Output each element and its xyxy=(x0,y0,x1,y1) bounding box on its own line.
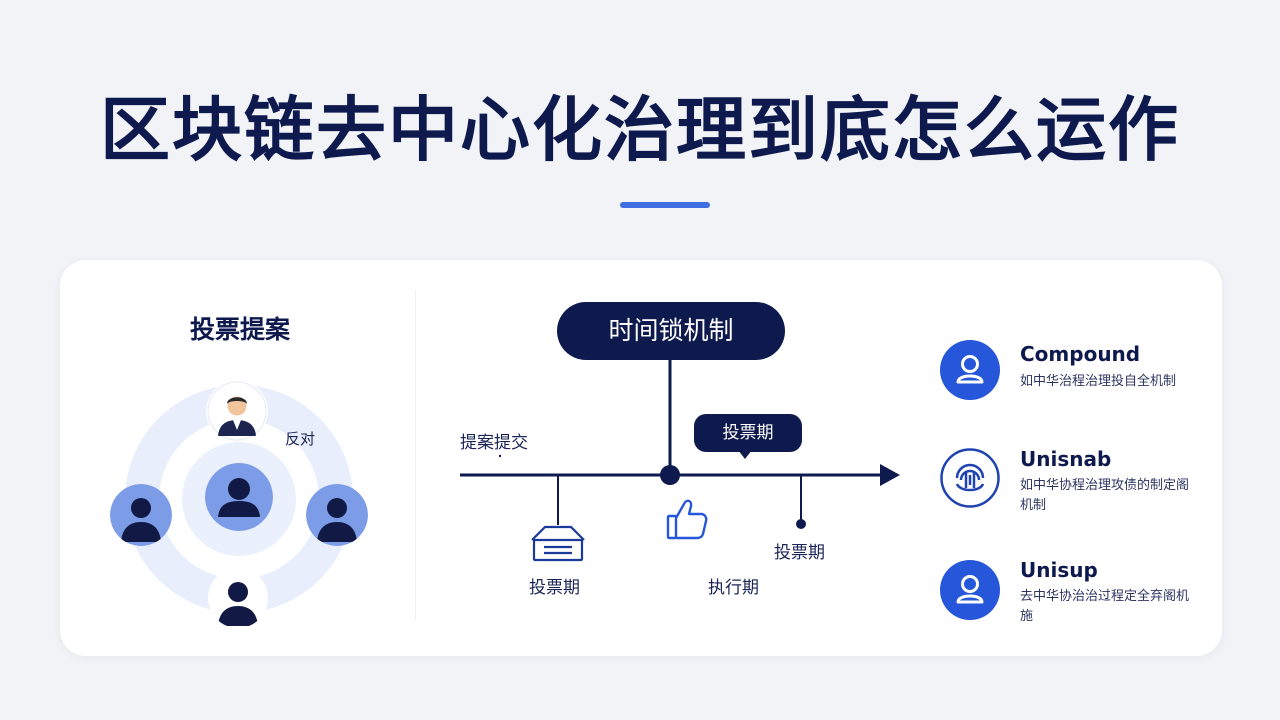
user-icon xyxy=(940,560,1000,620)
oppose-label: 反对 xyxy=(285,430,316,448)
proposal-submit-label: 提案提交 xyxy=(460,433,528,453)
member-avatar-bottom xyxy=(208,568,268,628)
ballot-box-icon xyxy=(531,525,585,562)
right-stage-dot xyxy=(796,519,806,529)
voting-period-bubble-tail xyxy=(738,450,752,459)
timelock-node xyxy=(660,465,680,485)
fingerprint-icon xyxy=(940,448,1000,508)
member-avatar-left xyxy=(110,484,172,546)
section-divider xyxy=(415,290,416,620)
project-desc-unisnab: 如中华协程治理攻债的制定阁机制 xyxy=(1020,478,1190,513)
execution-stage-label: 执行期 xyxy=(708,578,759,598)
timelock-mechanism-pill: 时间锁机制 xyxy=(557,302,785,360)
title-underline xyxy=(620,202,710,208)
member-avatar-right xyxy=(306,484,368,546)
project-desc-compound: 如中华治程治理投自全机制 xyxy=(1020,374,1177,389)
page-title: 区块链去中心化治理到底怎么运作 xyxy=(100,89,1180,171)
voting-stage-label: 投票期 xyxy=(529,578,580,598)
project-name-unisup: Unisup xyxy=(1020,558,1098,582)
project-desc-unisup: 去中华协治治过程定全弃阁机施 xyxy=(1020,589,1190,624)
submit-dot xyxy=(498,454,502,458)
voting-period-bubble: 投票期 xyxy=(694,414,802,452)
user-icon xyxy=(940,340,1000,400)
thumbs-up-icon xyxy=(666,499,708,540)
timeline-arrowhead xyxy=(880,464,900,486)
project-name-unisnab: Unisnab xyxy=(1020,447,1112,471)
project-name-compound: Compound xyxy=(1020,342,1141,366)
member-avatar-center xyxy=(205,463,273,531)
voting-proposal-heading: 投票提案 xyxy=(189,315,290,344)
member-avatar-top xyxy=(206,380,268,442)
voting-stage-label-right: 投票期 xyxy=(774,543,825,563)
